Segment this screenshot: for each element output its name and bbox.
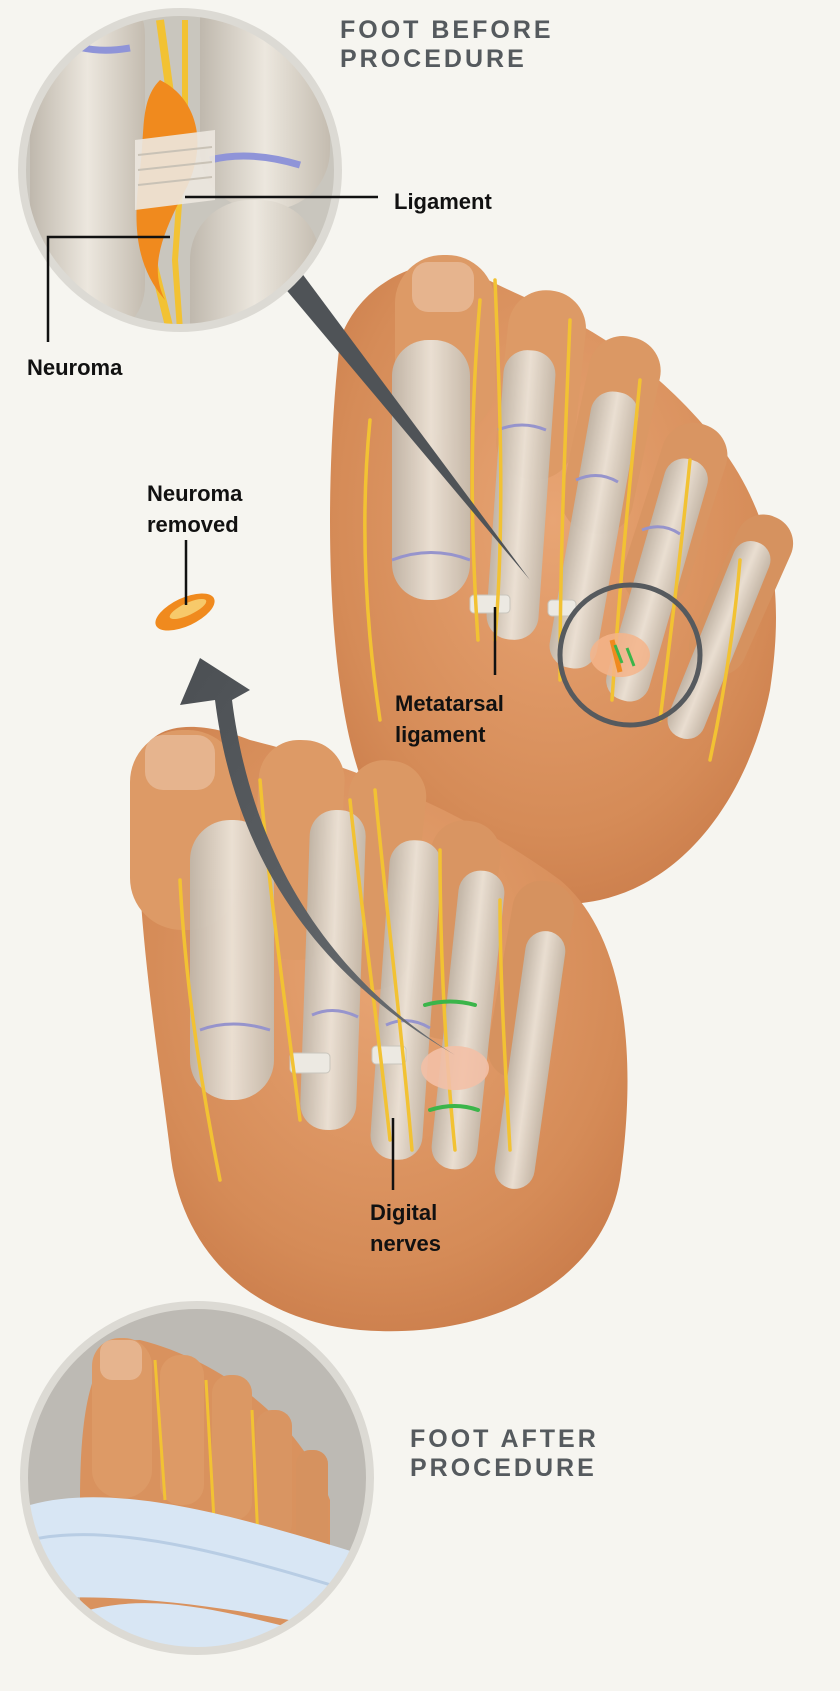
after-title-line-1: FOOT AFTER — [410, 1425, 599, 1454]
after-inset — [20, 1300, 380, 1691]
after-title-line-2: PROCEDURE — [410, 1454, 599, 1483]
neuroma-removed-line-1: Neuroma — [147, 478, 242, 509]
upper-big-toenail — [412, 262, 474, 312]
metatarsal-ligament-line-2: ligament — [395, 719, 504, 750]
after-title: FOOT AFTER PROCEDURE — [410, 1425, 599, 1483]
before-title: FOOT BEFORE PROCEDURE — [340, 16, 554, 74]
digital-nerves-line-2: nerves — [370, 1228, 441, 1259]
digital-nerves-label: Digital nerves — [370, 1197, 441, 1259]
neuroma-removed-line-2: removed — [147, 509, 242, 540]
before-title-line-2: PROCEDURE — [340, 45, 554, 74]
neuroma-removed-label: Neuroma removed — [147, 478, 242, 540]
lower-big-toenail — [145, 735, 215, 790]
ligament-label: Ligament — [394, 186, 492, 217]
neuroma-label: Neuroma — [27, 352, 122, 383]
metatarsal-ligament-label: Metatarsal ligament — [395, 688, 504, 750]
before-title-line-1: FOOT BEFORE — [340, 16, 554, 45]
metatarsal-ligament-line-1: Metatarsal — [395, 688, 504, 719]
digital-nerves-line-1: Digital — [370, 1197, 441, 1228]
